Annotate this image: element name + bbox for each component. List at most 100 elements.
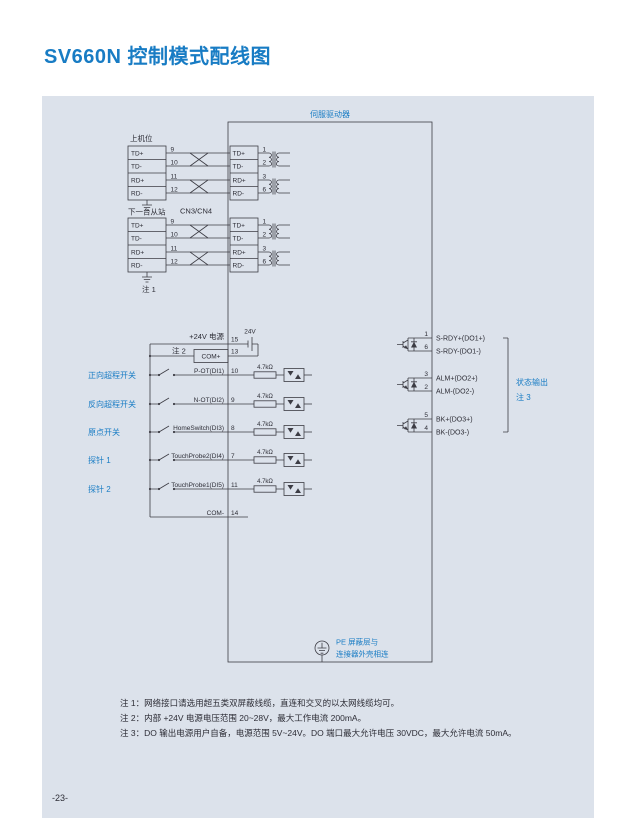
di-external-label: 探针 2 [88, 484, 111, 494]
switch-icon [150, 425, 228, 434]
pin-number: 13 [231, 349, 239, 356]
do-output-pair: 1 6 S-RDY+(DO1+) S-RDY-(DO1-) [397, 331, 485, 355]
di-section: 24V +24V 电源 注 2 15 COM+ 13 正向超程开关 P-OT(D… [88, 329, 312, 518]
pin-number: 1 [263, 147, 267, 154]
signal-label: TD- [233, 235, 244, 242]
resistor-value: 4.7kΩ [257, 422, 273, 428]
pin-number: 6 [424, 344, 428, 351]
isolation-transformer-icon [258, 250, 290, 267]
pin-number: 2 [424, 384, 428, 391]
pe-ground: PE 屏蔽层与 连接器外壳相连 [314, 637, 389, 662]
cn-label: CN3/CN4 [180, 207, 212, 216]
optocoupler-icon [283, 453, 312, 467]
pin-number: 9 [231, 397, 235, 404]
isolation-transformer-icon [258, 151, 290, 168]
slave-label: 下一台从站 [128, 207, 166, 217]
pin-number: 7 [231, 453, 235, 460]
servo-drive-label: 伺服驱动器 [310, 109, 350, 119]
page-number: -23- [52, 793, 69, 803]
pin-number: 5 [424, 412, 428, 419]
do-name-label: S-RDY-(DO1-) [436, 348, 481, 355]
signal-label: RD- [233, 262, 245, 269]
pin-number: 14 [231, 510, 239, 517]
optocoupler-icon [283, 397, 312, 411]
signal-label: TD- [131, 163, 142, 170]
ground-icon [142, 200, 152, 211]
pin-number: 9 [171, 147, 175, 154]
di-row: 反向超程开关 N-OT(DI2) 9 4.7kΩ [88, 394, 312, 411]
signal-label: TD+ [233, 222, 246, 229]
pin-number: 4 [424, 425, 428, 432]
pin-number: 12 [171, 187, 179, 194]
optocoupler-icon [283, 368, 312, 382]
pin-number: 2 [263, 232, 267, 239]
isolation-transformer-icon [258, 223, 290, 240]
pin-number: 1 [263, 219, 267, 226]
footnote: 注 3：DO 输出电源用户自备，电源范围 5V~24V。DO 端口最大允许电压 … [120, 728, 517, 738]
footnote: 注 2：内部 +24V 电源电压范围 20~28V，最大工作电流 200mA。 [120, 713, 366, 723]
footnotes: 注 1：网络接口请选用超五类双屏蔽线缆，直连和交叉的以太网线缆均可。 注 2：内… [120, 698, 517, 738]
pin-number: 10 [231, 368, 239, 375]
diagram-panel: 伺服驱动器 上机位 TD+ TD- RD+ RD- 9 10 11 12 TD+… [42, 96, 594, 818]
pin-number: 11 [231, 482, 238, 489]
ground-icon [142, 272, 152, 283]
do-name-label: BK+(DO3+) [436, 416, 473, 423]
do-name-label: S-RDY+(DO1+) [436, 335, 485, 342]
do-name-label: ALM-(DO2-) [436, 388, 474, 395]
pin-number: 3 [424, 371, 428, 378]
do-section: 1 6 S-RDY+(DO1+) S-RDY-(DO1-) 3 2 ALM+(D… [397, 331, 548, 436]
do-group-bracket [503, 337, 509, 433]
com-plus-label: COM+ [202, 354, 221, 361]
signal-label: RD- [131, 190, 143, 197]
servo-drive-box: 伺服驱动器 [227, 109, 433, 663]
do-output-pair: 5 4 BK+(DO3+) BK-(DO3-) [397, 412, 473, 436]
resistor [228, 456, 284, 464]
pin-number: 3 [263, 174, 267, 181]
supply-label: +24V 电源 [189, 331, 224, 341]
wiring-diagram: 伺服驱动器 上机位 TD+ TD- RD+ RD- 9 10 11 12 TD+… [88, 109, 548, 738]
pin-number: 10 [171, 160, 179, 167]
di-name-label: P-OT(DI1) [194, 368, 224, 375]
com-minus-label: COM- [207, 510, 224, 517]
di-name-label: TouchProbe2(DI4) [171, 453, 224, 460]
optocoupler-icon [283, 482, 312, 496]
signal-label: TD+ [233, 150, 246, 157]
com-minus-terminal: COM- 14 [150, 510, 248, 518]
slave-comm-group: 下一台从站 CN3/CN4 TD+ TD- RD+ RD- 9 10 11 12… [127, 207, 290, 294]
signal-label: RD+ [233, 249, 246, 256]
switch-icon [150, 397, 228, 406]
signal-label: RD+ [131, 249, 144, 256]
cn-connector-box [229, 217, 259, 273]
pin-number: 11 [171, 174, 178, 181]
isolation-transformer-icon [258, 178, 290, 195]
do-name-label: BK-(DO3-) [436, 429, 469, 436]
do-group-label: 状态输出 [516, 377, 548, 387]
di-external-label: 原点开关 [88, 427, 120, 437]
twisted-pair-wires [166, 152, 230, 194]
switch-icon [150, 368, 228, 377]
signal-label: TD+ [131, 150, 144, 157]
di-external-label: 探针 1 [88, 455, 111, 465]
pin-number: 2 [263, 160, 267, 167]
internal-24v-supply: 24V +24V 电源 注 2 15 [150, 329, 259, 356]
pe-note-line1: PE 屏蔽层与 [336, 637, 378, 647]
signal-label: RD- [233, 190, 245, 197]
signal-label: RD+ [233, 177, 246, 184]
twisted-pair-wires [166, 224, 230, 266]
pe-note-line2: 连接器外壳相连 [336, 649, 389, 659]
pin-number: 1 [424, 331, 428, 338]
signal-label: RD- [131, 262, 143, 269]
note2-ref: 注 2 [172, 346, 186, 356]
resistor [228, 371, 284, 379]
switch-icon [150, 482, 228, 491]
resistor [228, 400, 284, 408]
pin-number: 11 [171, 246, 178, 253]
pin-number: 12 [171, 259, 179, 266]
pe-ground-icon [314, 640, 330, 662]
di-name-label: TouchProbe1(DI5) [171, 482, 224, 489]
signal-label: TD+ [131, 222, 144, 229]
optocoupler-icon [283, 425, 312, 439]
pin-number: 10 [171, 232, 179, 239]
note1-ref: 注 1 [142, 284, 156, 294]
resistor [228, 428, 284, 436]
